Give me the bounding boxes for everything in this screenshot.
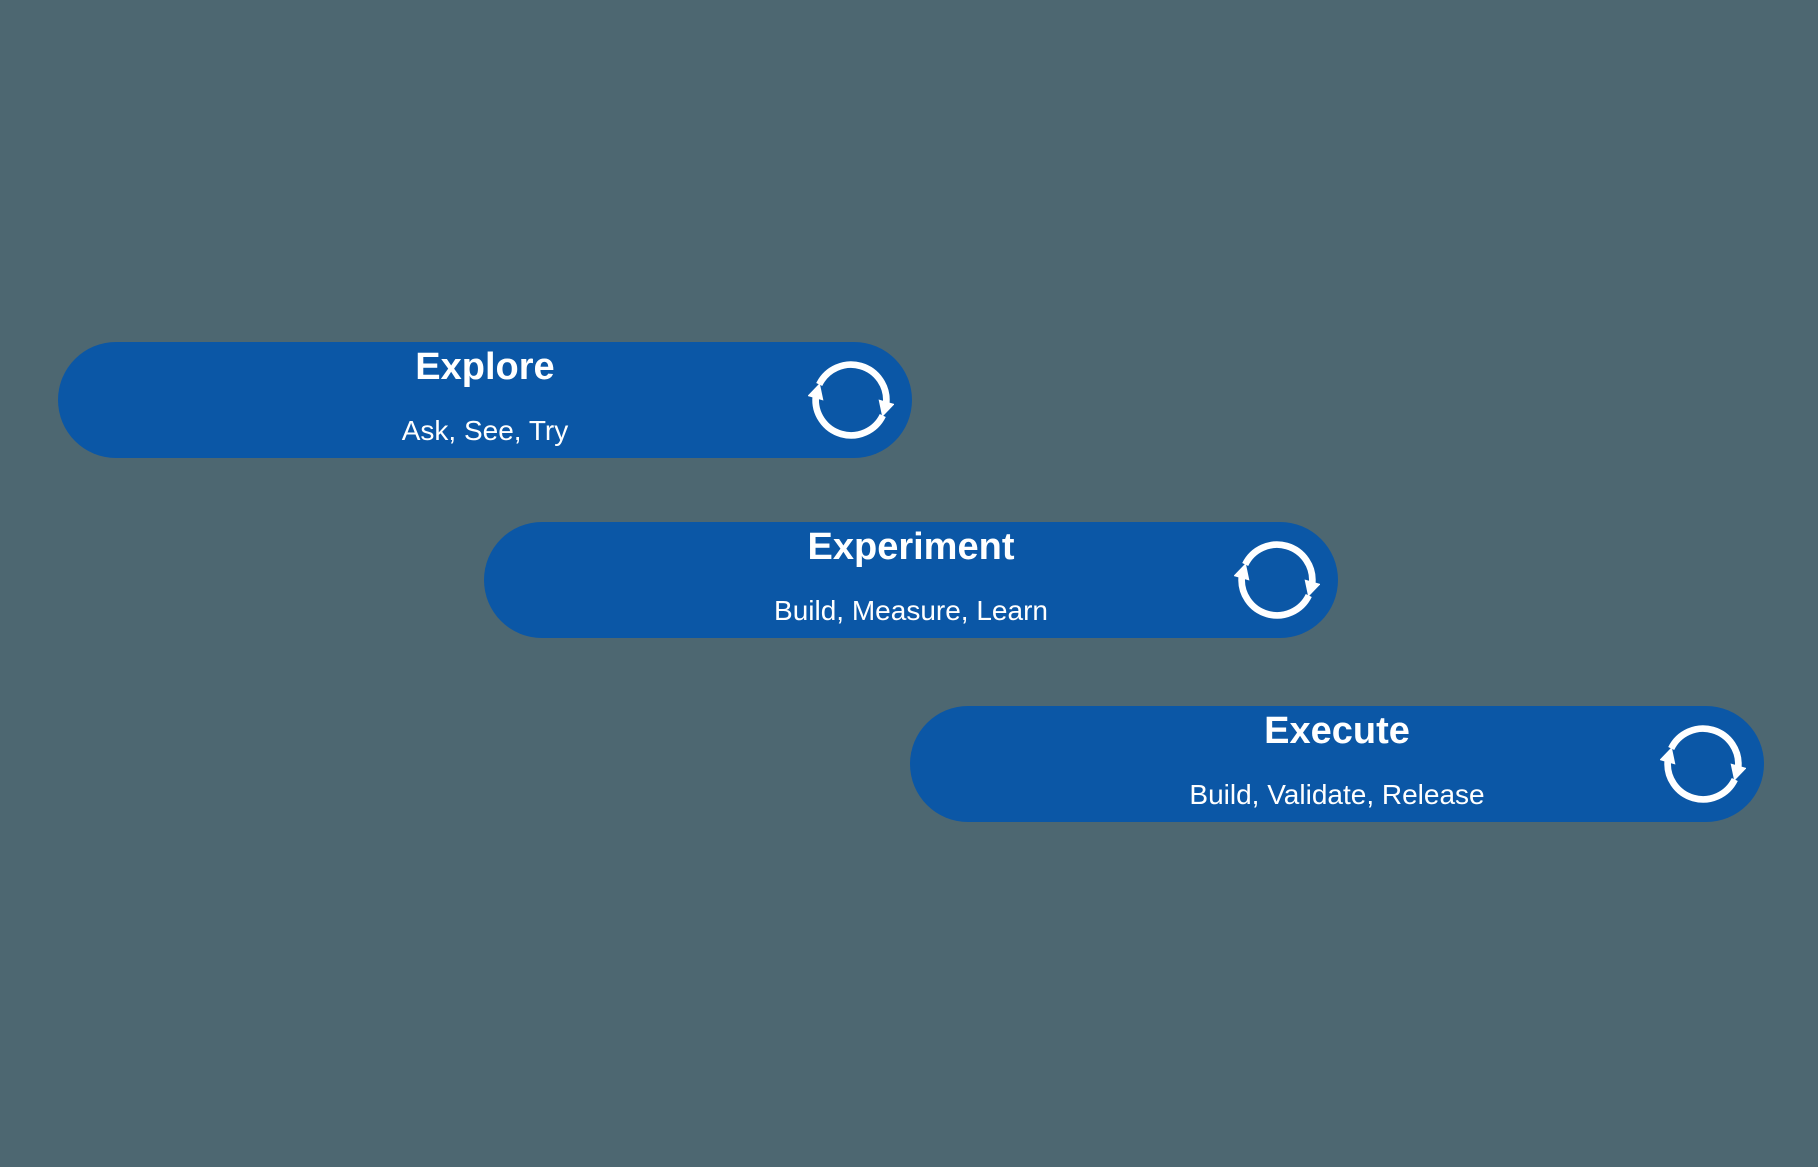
stage-experiment: Experiment Build, Measure, Learn bbox=[484, 522, 1338, 638]
stage-subtitle: Ask, See, Try bbox=[401, 415, 569, 446]
stage-subtitle: Build, Validate, Release bbox=[1189, 779, 1485, 810]
stage-subtitle: Build, Measure, Learn bbox=[774, 595, 1048, 626]
stage-title: Explore bbox=[415, 346, 555, 388]
cycle-arrows-icon bbox=[1234, 541, 1320, 619]
cycle-arrows-icon bbox=[1660, 725, 1746, 803]
stage-title: Execute bbox=[1264, 710, 1410, 752]
cycle-arrows-icon bbox=[808, 361, 894, 439]
stage-explore: Explore Ask, See, Try bbox=[58, 342, 912, 458]
stage-execute: Execute Build, Validate, Release bbox=[910, 706, 1764, 822]
stage-title: Experiment bbox=[807, 526, 1015, 568]
